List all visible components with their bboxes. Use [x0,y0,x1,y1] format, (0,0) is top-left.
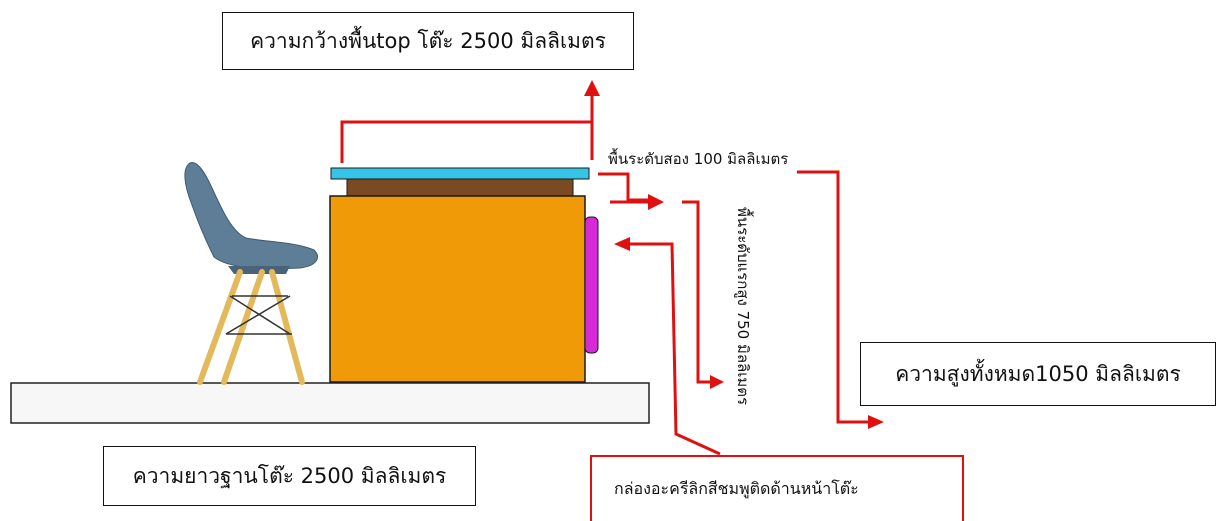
acrylic-box-label: กล่องอะครีลิกสีชมพูติดด้านหน้าโต๊ะ [590,455,964,521]
arrowhead-up [584,80,600,96]
chair-leg [197,269,243,385]
table-top [330,167,590,180]
arrowhead-right [868,415,884,429]
second-level-leader [598,172,650,202]
base-length-label: ความยาวฐานโต๊ะ 2500 มิลลิเมตร [103,446,476,506]
arrowhead-right [710,375,724,389]
chair-illustration [184,161,318,385]
arrowhead-left [614,237,630,251]
annotation-lines [340,96,870,456]
second-tier [346,178,574,197]
first-level-leader [682,200,712,384]
chair-wire [225,295,291,335]
first-level-height-label: พื้นระดับแรกสูง 750 มิลลิเมตร [734,207,752,406]
top-width-leader [340,96,594,163]
top-width-label: ความกว้างพื้นtop โต๊ะ 2500 มิลลิเมตร [222,12,634,70]
chair-leg [269,269,305,385]
arrowhead-right [648,194,664,210]
acrylic-leader [628,242,721,456]
total-height-leader [797,170,870,424]
chair-shell [184,161,318,270]
total-height-label: ความสูงทั้งหมด1050 มิลลิเมตร [860,342,1216,406]
annotation-arrowheads [584,80,884,429]
chair-leg [221,269,265,385]
floor-slab [10,382,650,424]
acrylic-box [584,216,599,354]
cabinet-body [329,195,586,383]
second-level-label: พื้นระดับสอง 100 มิลลิเมตร [608,150,789,168]
chair-wire [229,295,291,335]
